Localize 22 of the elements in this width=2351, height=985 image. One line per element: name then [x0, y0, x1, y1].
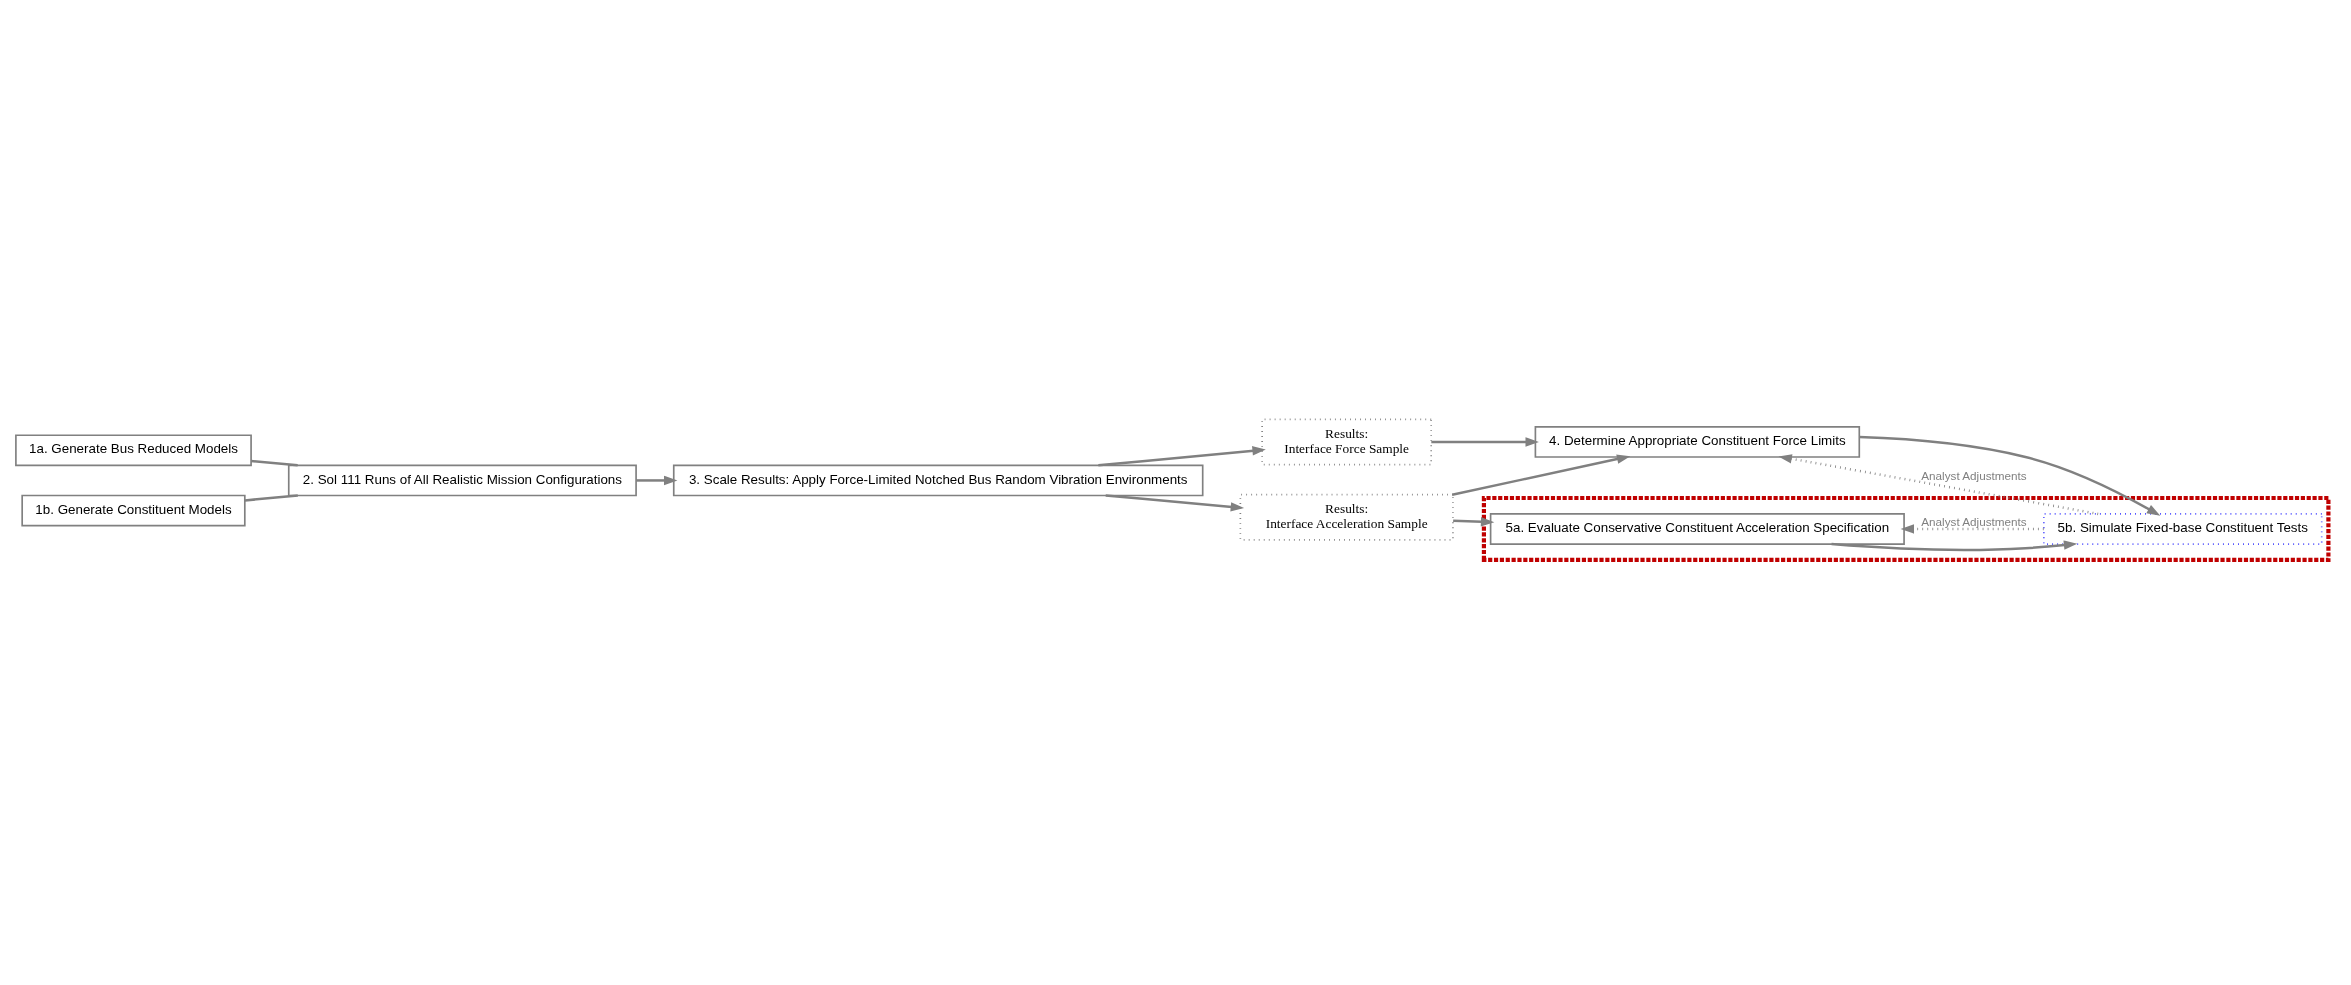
arrow: [1451, 453, 1631, 496]
node-box: 3. Scale Results: Apply Force-Limited Notched Bus Random Vibration Environments: [672, 464, 1204, 496]
node-box: 1a. Generate Bus Reduced Models: [15, 433, 252, 466]
node-box: 4. Determine Appropriate Constituent Force Limits: [1534, 425, 1861, 458]
arrow: [1431, 436, 1539, 447]
arrow: [1859, 435, 2161, 516]
connector: [244, 493, 298, 502]
node-box: 2. Sol 111 Runs of All Realistic Mission Configurations: [287, 464, 637, 496]
node-box: Results: Interface Force Sample: [1261, 418, 1433, 465]
arrow: [636, 475, 678, 485]
arrow: [1098, 445, 1266, 467]
node-box: 5b. Simulate Fixed-base Constituent Tests: [2043, 512, 2323, 545]
arrow: [1778, 453, 2099, 515]
connector: [250, 459, 298, 467]
arrow: [1831, 539, 2078, 551]
edge-label: Analyst Adjustments: [1921, 514, 2027, 528]
node-box: Results: Interface Acceleration Sample: [1239, 493, 1454, 541]
arrow: [1453, 516, 1495, 526]
node-box: 1b. Generate Constituent Models: [21, 494, 246, 526]
edge-label: Analyst Adjustments: [1921, 468, 2027, 482]
node-box: 5a. Evaluate Conservative Constituent Acceleration Specification: [1489, 512, 1905, 545]
arrow: [1105, 493, 1245, 512]
